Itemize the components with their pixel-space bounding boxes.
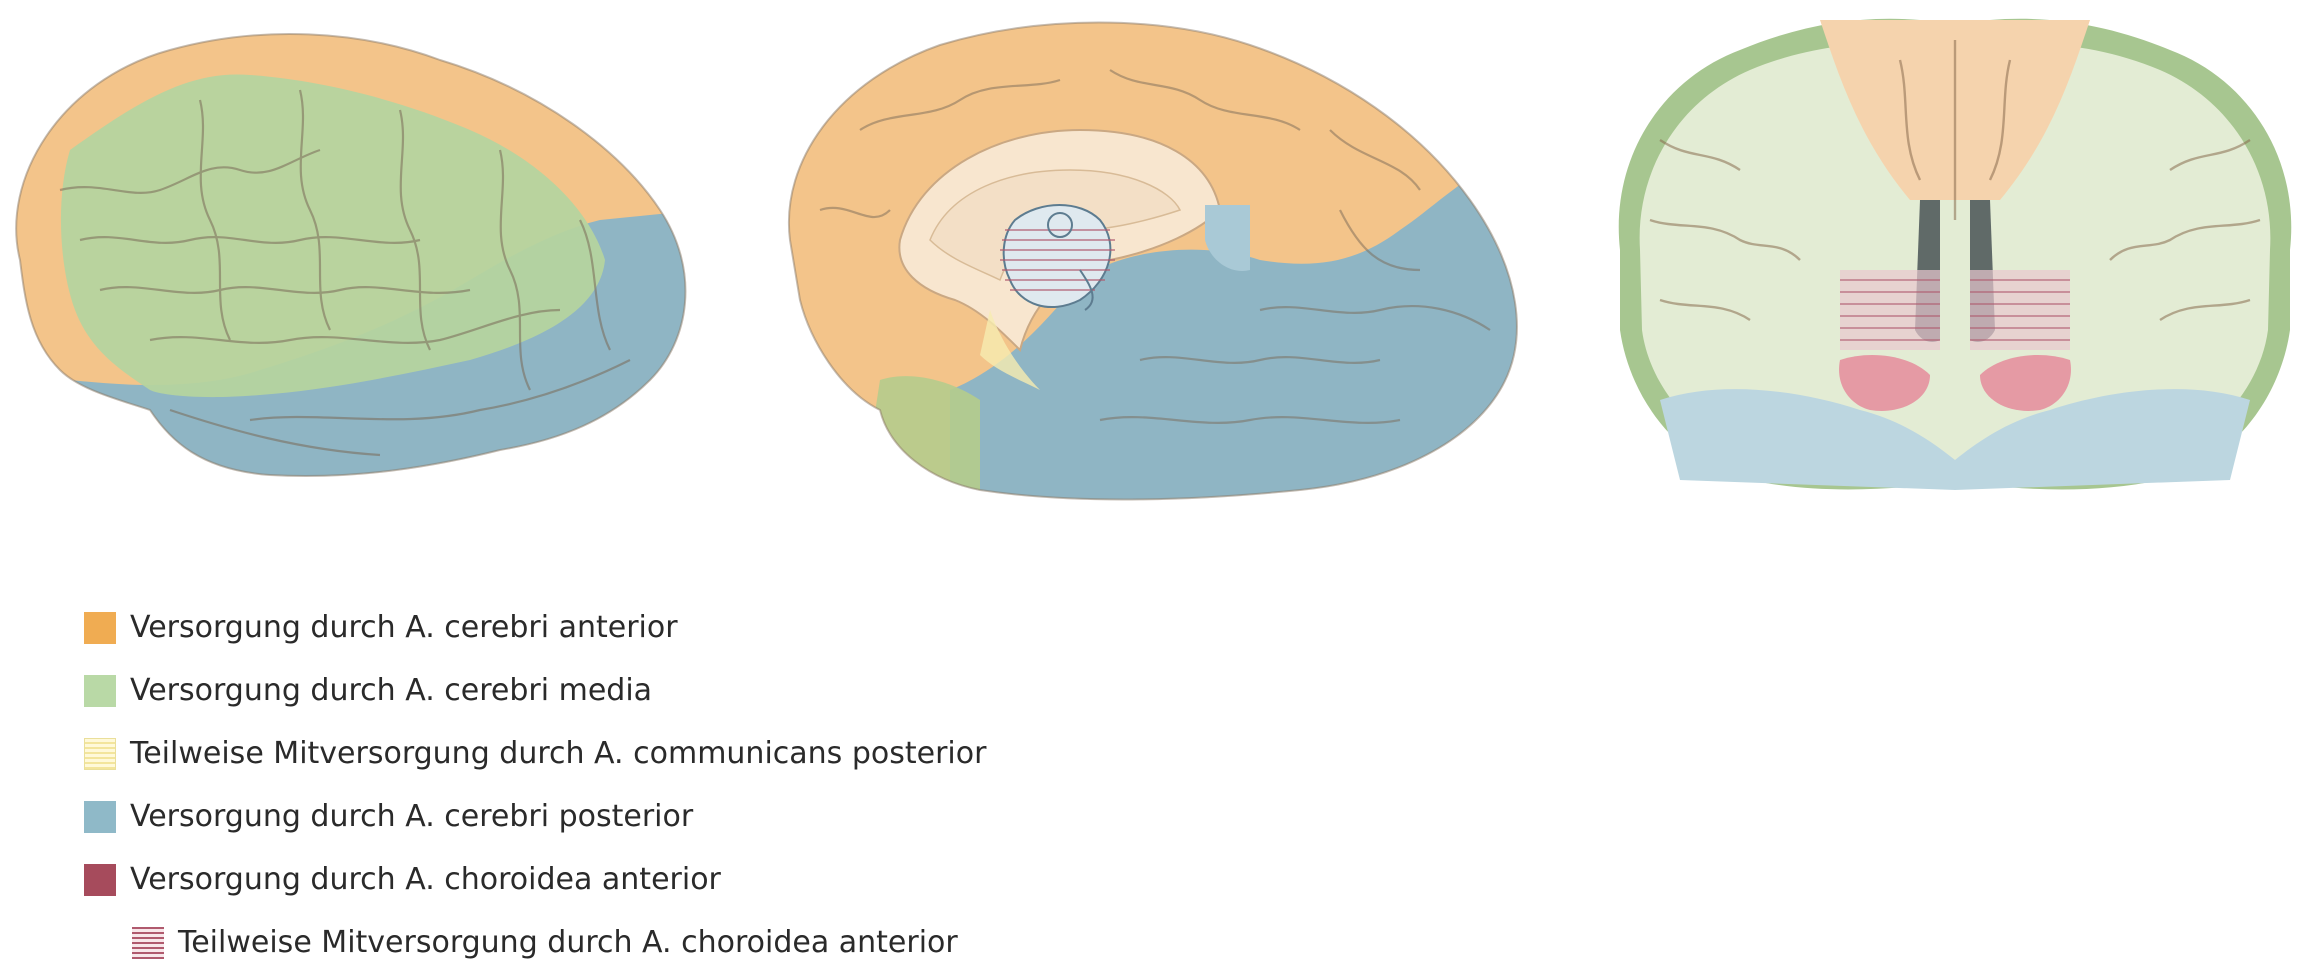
legend-label: Versorgung durch A. cerebri media (130, 673, 653, 708)
swatch-communicans (84, 737, 116, 770)
media-territory-medial (860, 376, 980, 500)
communicans-region-medial (980, 310, 1040, 390)
legend-item-choroidea: Versorgung durch A. choroidea anterior (84, 848, 1184, 911)
swatch-anterior (84, 611, 116, 644)
legend-item-media: Versorgung durch A. cerebri media (84, 659, 1184, 722)
brain-lateral-illustration (15, 33, 687, 477)
legend-label: Teilweise Mitversorgung durch A. communi… (130, 736, 987, 771)
swatch-media (84, 674, 116, 707)
swatch-choroidea (84, 863, 116, 896)
legend-label: Versorgung durch A. cerebri posterior (130, 799, 694, 834)
choroidea-hatch-coronal (1840, 270, 2070, 350)
legend: Versorgung durch A. cerebri anterior Ver… (84, 596, 1184, 974)
legend-item-choroidea-partial: Teilweise Mitversorgung durch A. choroid… (84, 911, 1184, 974)
brain-coronal-illustration (1618, 18, 2292, 490)
brain-medial-view (780, 10, 1540, 510)
choroidea-territory-right (1980, 355, 2071, 411)
posterior-medial-patch (1205, 205, 1250, 271)
posterior-territory-right (1955, 389, 2250, 490)
brain-lateral-view (0, 10, 700, 510)
legend-label: Teilweise Mitversorgung durch A. choroid… (178, 925, 958, 960)
legend-item-communicans: Teilweise Mitversorgung durch A. communi… (84, 722, 1184, 785)
legend-item-anterior: Versorgung durch A. cerebri anterior (84, 596, 1184, 659)
posterior-territory-medial (950, 160, 1517, 500)
media-territory-lateral (60, 74, 606, 398)
posterior-territory-left (1660, 389, 1955, 490)
legend-item-posterior: Versorgung durch A. cerebri posterior (84, 785, 1184, 848)
swatch-choroidea-partial (132, 926, 164, 959)
swatch-posterior (84, 800, 116, 833)
legend-label: Versorgung durch A. choroidea anterior (130, 862, 721, 897)
legend-label: Versorgung durch A. cerebri anterior (130, 610, 678, 645)
brain-coronal-section (1600, 0, 2310, 500)
choroidea-hatch-medial (1000, 204, 1115, 311)
choroidea-territory-left (1839, 355, 1930, 411)
brain-medial-illustration (787, 21, 1518, 501)
